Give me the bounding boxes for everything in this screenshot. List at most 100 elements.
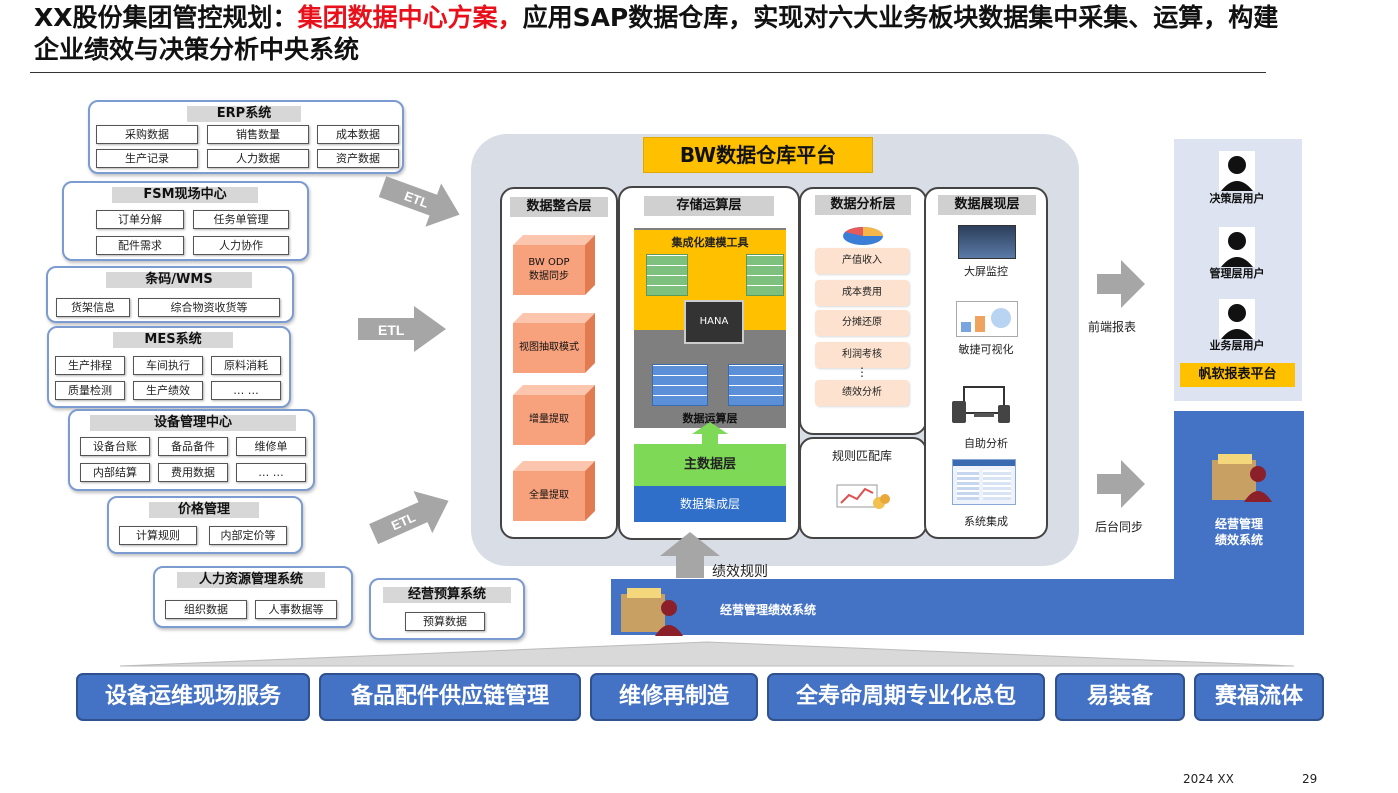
erp-system-box: ERP系统 采购数据 销售数量 成本数据 生产记录 人力数据 资产数据	[88, 100, 404, 174]
devices-icon	[952, 386, 1010, 423]
base-trapezoid	[120, 641, 1294, 667]
rules-chart-icon	[836, 484, 890, 509]
integration-item: 视图抽取模式	[513, 313, 595, 373]
mes-item: 生产排程	[55, 356, 125, 375]
business-unit: 备品配件供应链管理	[319, 673, 581, 721]
perf-system-label: 经营管理 绩效系统	[1214, 517, 1263, 547]
analysis-item: 绩效分析	[815, 380, 909, 406]
master-data-layer: 主数据层	[634, 444, 786, 486]
page-title: XX股份集团管控规划：集团数据中心方案，应用SAP数据仓库，实现对六大业务板块数…	[34, 3, 1279, 64]
fsm-title: FSM现场中心	[112, 187, 258, 203]
perf-system-bar	[611, 579, 1304, 635]
display-layer: 数据展现层 大屏监控 敏捷可视化 自助分析 系统集成	[924, 187, 1048, 539]
hr-title: 人力资源管理系统	[177, 572, 325, 588]
price-item: 计算规则	[119, 526, 197, 545]
fsm-box: FSM现场中心 订单分解 任务单管理 配件需求 人力协作	[62, 181, 309, 261]
erp-item: 人力数据	[207, 149, 309, 168]
analysis-item: 产值收入	[815, 248, 909, 274]
compute-layer-label: 数据运算层	[682, 412, 738, 425]
analysis-ellipsis: ⋮	[856, 365, 868, 379]
mes-item: 原料消耗	[211, 356, 281, 375]
back-arrow-icon	[1097, 460, 1145, 508]
mes-title: MES系统	[113, 332, 233, 348]
user-label: 管理层用户	[1209, 267, 1265, 280]
up-arrow-icon	[692, 422, 728, 444]
etl-label: ETL	[378, 322, 405, 338]
analysis-layer: 数据分析层 产值收入 成本费用 分摊还原 利润考核 ⋮ 绩效分析	[799, 187, 927, 435]
user-label: 决策层用户	[1209, 192, 1265, 205]
fsm-item: 人力协作	[193, 236, 289, 255]
pie-chart-icon	[843, 226, 883, 245]
storage-layer: 存储运算层 集成化建模工具 HANA 数据运算层 主数据层 数据集成层	[618, 186, 800, 540]
fsm-item: 任务单管理	[193, 210, 289, 229]
integration-layer: 数据整合层 BW ODP 数据同步 视图抽取模式 增量提取 全量提取	[500, 187, 618, 539]
equipment-box: 设备管理中心 设备台账 备品备件 维修单 内部结算 费用数据 … …	[68, 409, 315, 491]
equipment-item: 内部结算	[80, 463, 150, 482]
wms-item: 货架信息	[56, 298, 130, 317]
etl-arrow-top: ETL	[378, 176, 460, 227]
etl-arrow-bottom: ETL	[369, 491, 449, 545]
mes-item: … …	[211, 381, 281, 400]
display-item: 敏捷可视化	[958, 343, 1014, 356]
table-icon	[746, 254, 784, 296]
table-icon	[652, 364, 708, 406]
equipment-item: 维修单	[236, 437, 306, 456]
user-icon	[1219, 299, 1255, 339]
business-unit: 赛福流体	[1194, 673, 1324, 721]
etl-arrow-middle: ETL	[358, 306, 446, 352]
price-title: 价格管理	[149, 502, 259, 518]
business-unit: 维修再制造	[590, 673, 758, 721]
wms-box: 条码/WMS 货架信息 综合物资收货等	[46, 266, 294, 323]
system-integration-icon	[952, 459, 1016, 505]
footer-year: 2024 XX	[1183, 772, 1234, 786]
dashboard-icon	[956, 301, 1018, 337]
fsm-item: 订单分解	[96, 210, 184, 229]
integration-item: 增量提取	[513, 385, 595, 445]
hr-item: 人事数据等	[255, 600, 337, 619]
equipment-title: 设备管理中心	[90, 415, 296, 431]
mes-item: 生产绩效	[133, 381, 203, 400]
perf-bar-label: 经营管理绩效系统	[720, 603, 817, 617]
page-number: 29	[1302, 772, 1318, 786]
storage-title: 存储运算层	[644, 196, 774, 216]
erp-item: 成本数据	[317, 125, 399, 144]
fsm-item: 配件需求	[96, 236, 184, 255]
erp-item: 销售数量	[207, 125, 309, 144]
title-divider	[30, 72, 1266, 73]
table-icon	[728, 364, 784, 406]
display-title: 数据展现层	[938, 195, 1036, 215]
equipment-item: 费用数据	[158, 463, 228, 482]
equipment-item: 设备台账	[80, 437, 150, 456]
business-unit: 易装备	[1055, 673, 1185, 721]
user-label: 业务层用户	[1209, 339, 1265, 352]
analysis-item: 分摊还原	[815, 310, 909, 336]
bw-platform-title: BW数据仓库平台	[643, 137, 873, 173]
folder-user-icon	[1212, 454, 1272, 502]
modeling-tool-label: 集成化建模工具	[671, 236, 749, 249]
equipment-item: 备品备件	[158, 437, 228, 456]
hr-item: 组织数据	[165, 600, 247, 619]
integration-item: BW ODP 数据同步	[513, 235, 595, 295]
rules-title: 规则匹配库	[831, 449, 892, 463]
price-item: 内部定价等	[209, 526, 287, 545]
kpi-rules-label: 绩效规则	[712, 564, 768, 580]
budget-title: 经营预算系统	[383, 587, 511, 603]
display-item: 自助分析	[964, 437, 1008, 450]
back-sync-label: 后台同步	[1095, 520, 1144, 534]
analysis-item: 利润考核	[815, 342, 909, 368]
integration-title: 数据整合层	[510, 197, 608, 217]
price-box: 价格管理 计算规则 内部定价等	[107, 496, 303, 554]
hr-box: 人力资源管理系统 组织数据 人事数据等	[153, 566, 353, 628]
user-icon	[1219, 151, 1255, 191]
display-item: 大屏监控	[964, 265, 1008, 278]
equipment-item: … …	[236, 463, 306, 482]
analysis-item: 成本费用	[815, 280, 909, 306]
budget-item: 预算数据	[405, 612, 485, 631]
data-integration-layer: 数据集成层	[634, 486, 786, 522]
fanruan-platform-label: 帆软报表平台	[1180, 363, 1295, 387]
hana-chip: HANA	[684, 300, 744, 344]
up-arrow-icon	[660, 532, 720, 578]
integration-item: 全量提取	[513, 461, 595, 521]
business-unit: 全寿命周期专业化总包	[767, 673, 1045, 721]
display-item: 系统集成	[964, 515, 1008, 528]
